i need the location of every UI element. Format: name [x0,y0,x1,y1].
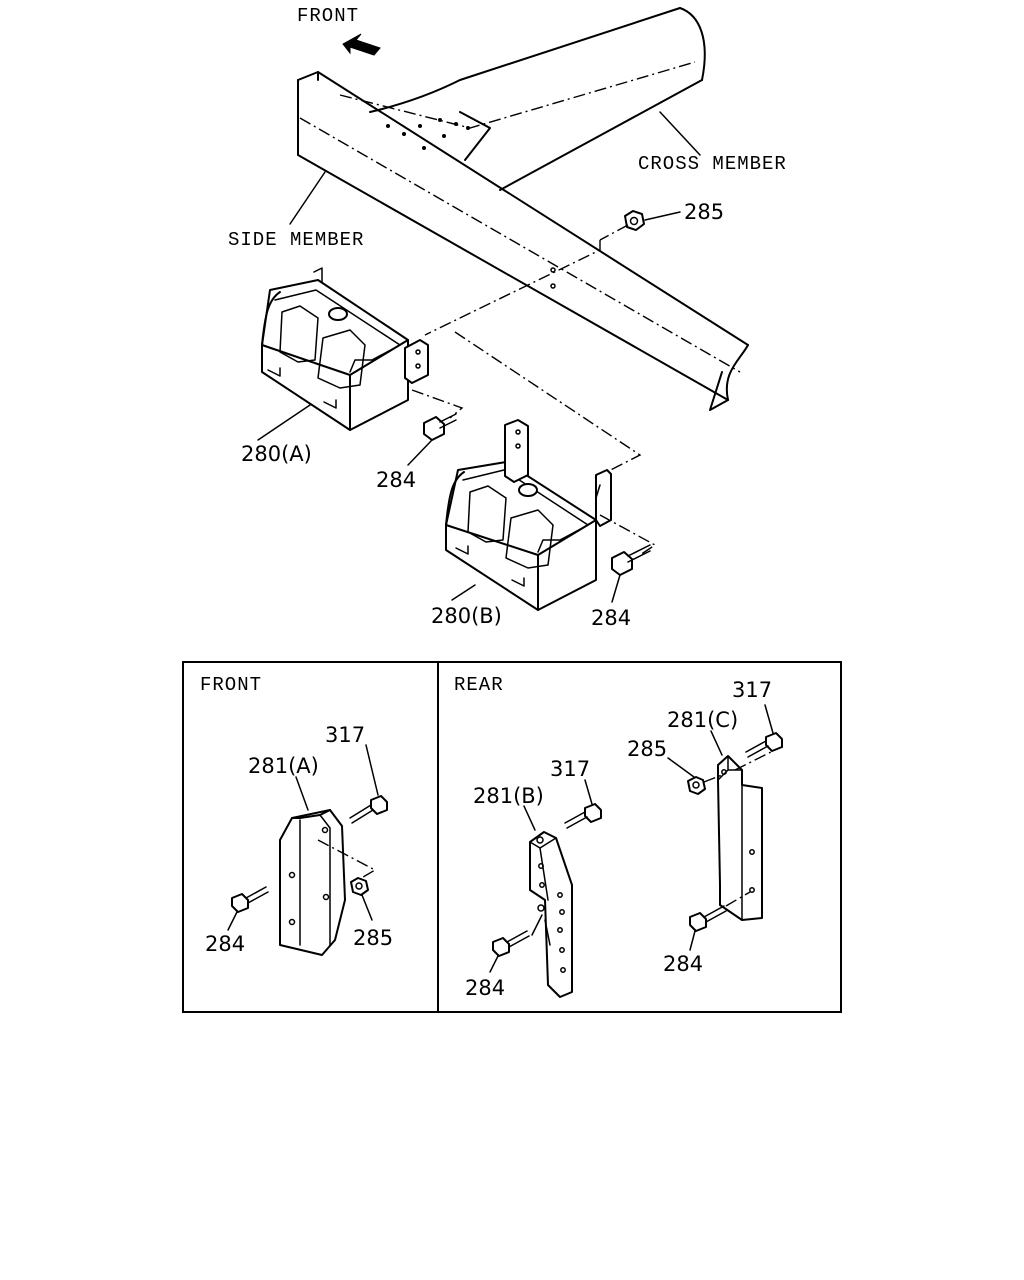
side-member-label: SIDE MEMBER [228,229,364,251]
part-280b-label: 280(B) [431,604,502,628]
281b-leader [523,805,536,831]
bolt-317-rear-b [564,779,602,829]
nut-285-rear [667,757,723,795]
front-284-label: 284 [205,932,245,956]
part-284-b-label: 284 [591,606,631,630]
front-285-label: 285 [353,926,393,950]
front-317-label: 317 [325,723,365,747]
front-direction-label: FRONT [297,5,359,27]
part-281c-label: 281(C) [667,708,738,732]
rear-284-b-label: 284 [465,976,505,1000]
battery-cover-280a [261,267,464,431]
cross-member-label: CROSS MEMBER [638,153,787,175]
bolt-317-front [349,744,388,824]
281a-leader [295,776,309,811]
front-arrow-icon [342,33,381,56]
bracket-281a [279,809,377,956]
bracket-281c [717,749,776,921]
part-281a-label: 281(A) [248,754,319,778]
bracket-281b [529,831,573,998]
part-281b-label: 281(B) [473,784,544,808]
rear-317-b-label: 317 [550,757,590,781]
inset-front-title: FRONT [200,674,262,696]
inset-rear-title: REAR [454,674,504,696]
rear-285-label: 285 [627,737,667,761]
bolt-317-rear-c [745,704,783,758]
rear-284-c-label: 284 [663,952,703,976]
280b-leader [451,584,476,601]
bolt-284-rear-b [489,930,530,973]
part-280a-label: 280(A) [241,442,312,466]
nut-285-front [350,877,373,921]
280a-leader [257,404,311,441]
rear-317-c-label: 317 [732,678,772,702]
cross-member-leader [659,111,701,156]
nut-285-top [599,210,681,241]
bolt-284-rear-c [689,891,751,951]
part-285-label: 285 [684,200,724,224]
bolt-284-a [407,413,457,466]
281c-leader [710,730,723,756]
cross-member [339,7,706,191]
bolt-284-b [611,544,651,603]
side-member-leader [289,171,326,225]
side-member-rail [297,71,749,411]
bolt-284-front [227,886,269,931]
part-284-a-label: 284 [376,468,416,492]
inset-frame [182,661,842,1013]
battery-cover-280b [445,419,657,611]
